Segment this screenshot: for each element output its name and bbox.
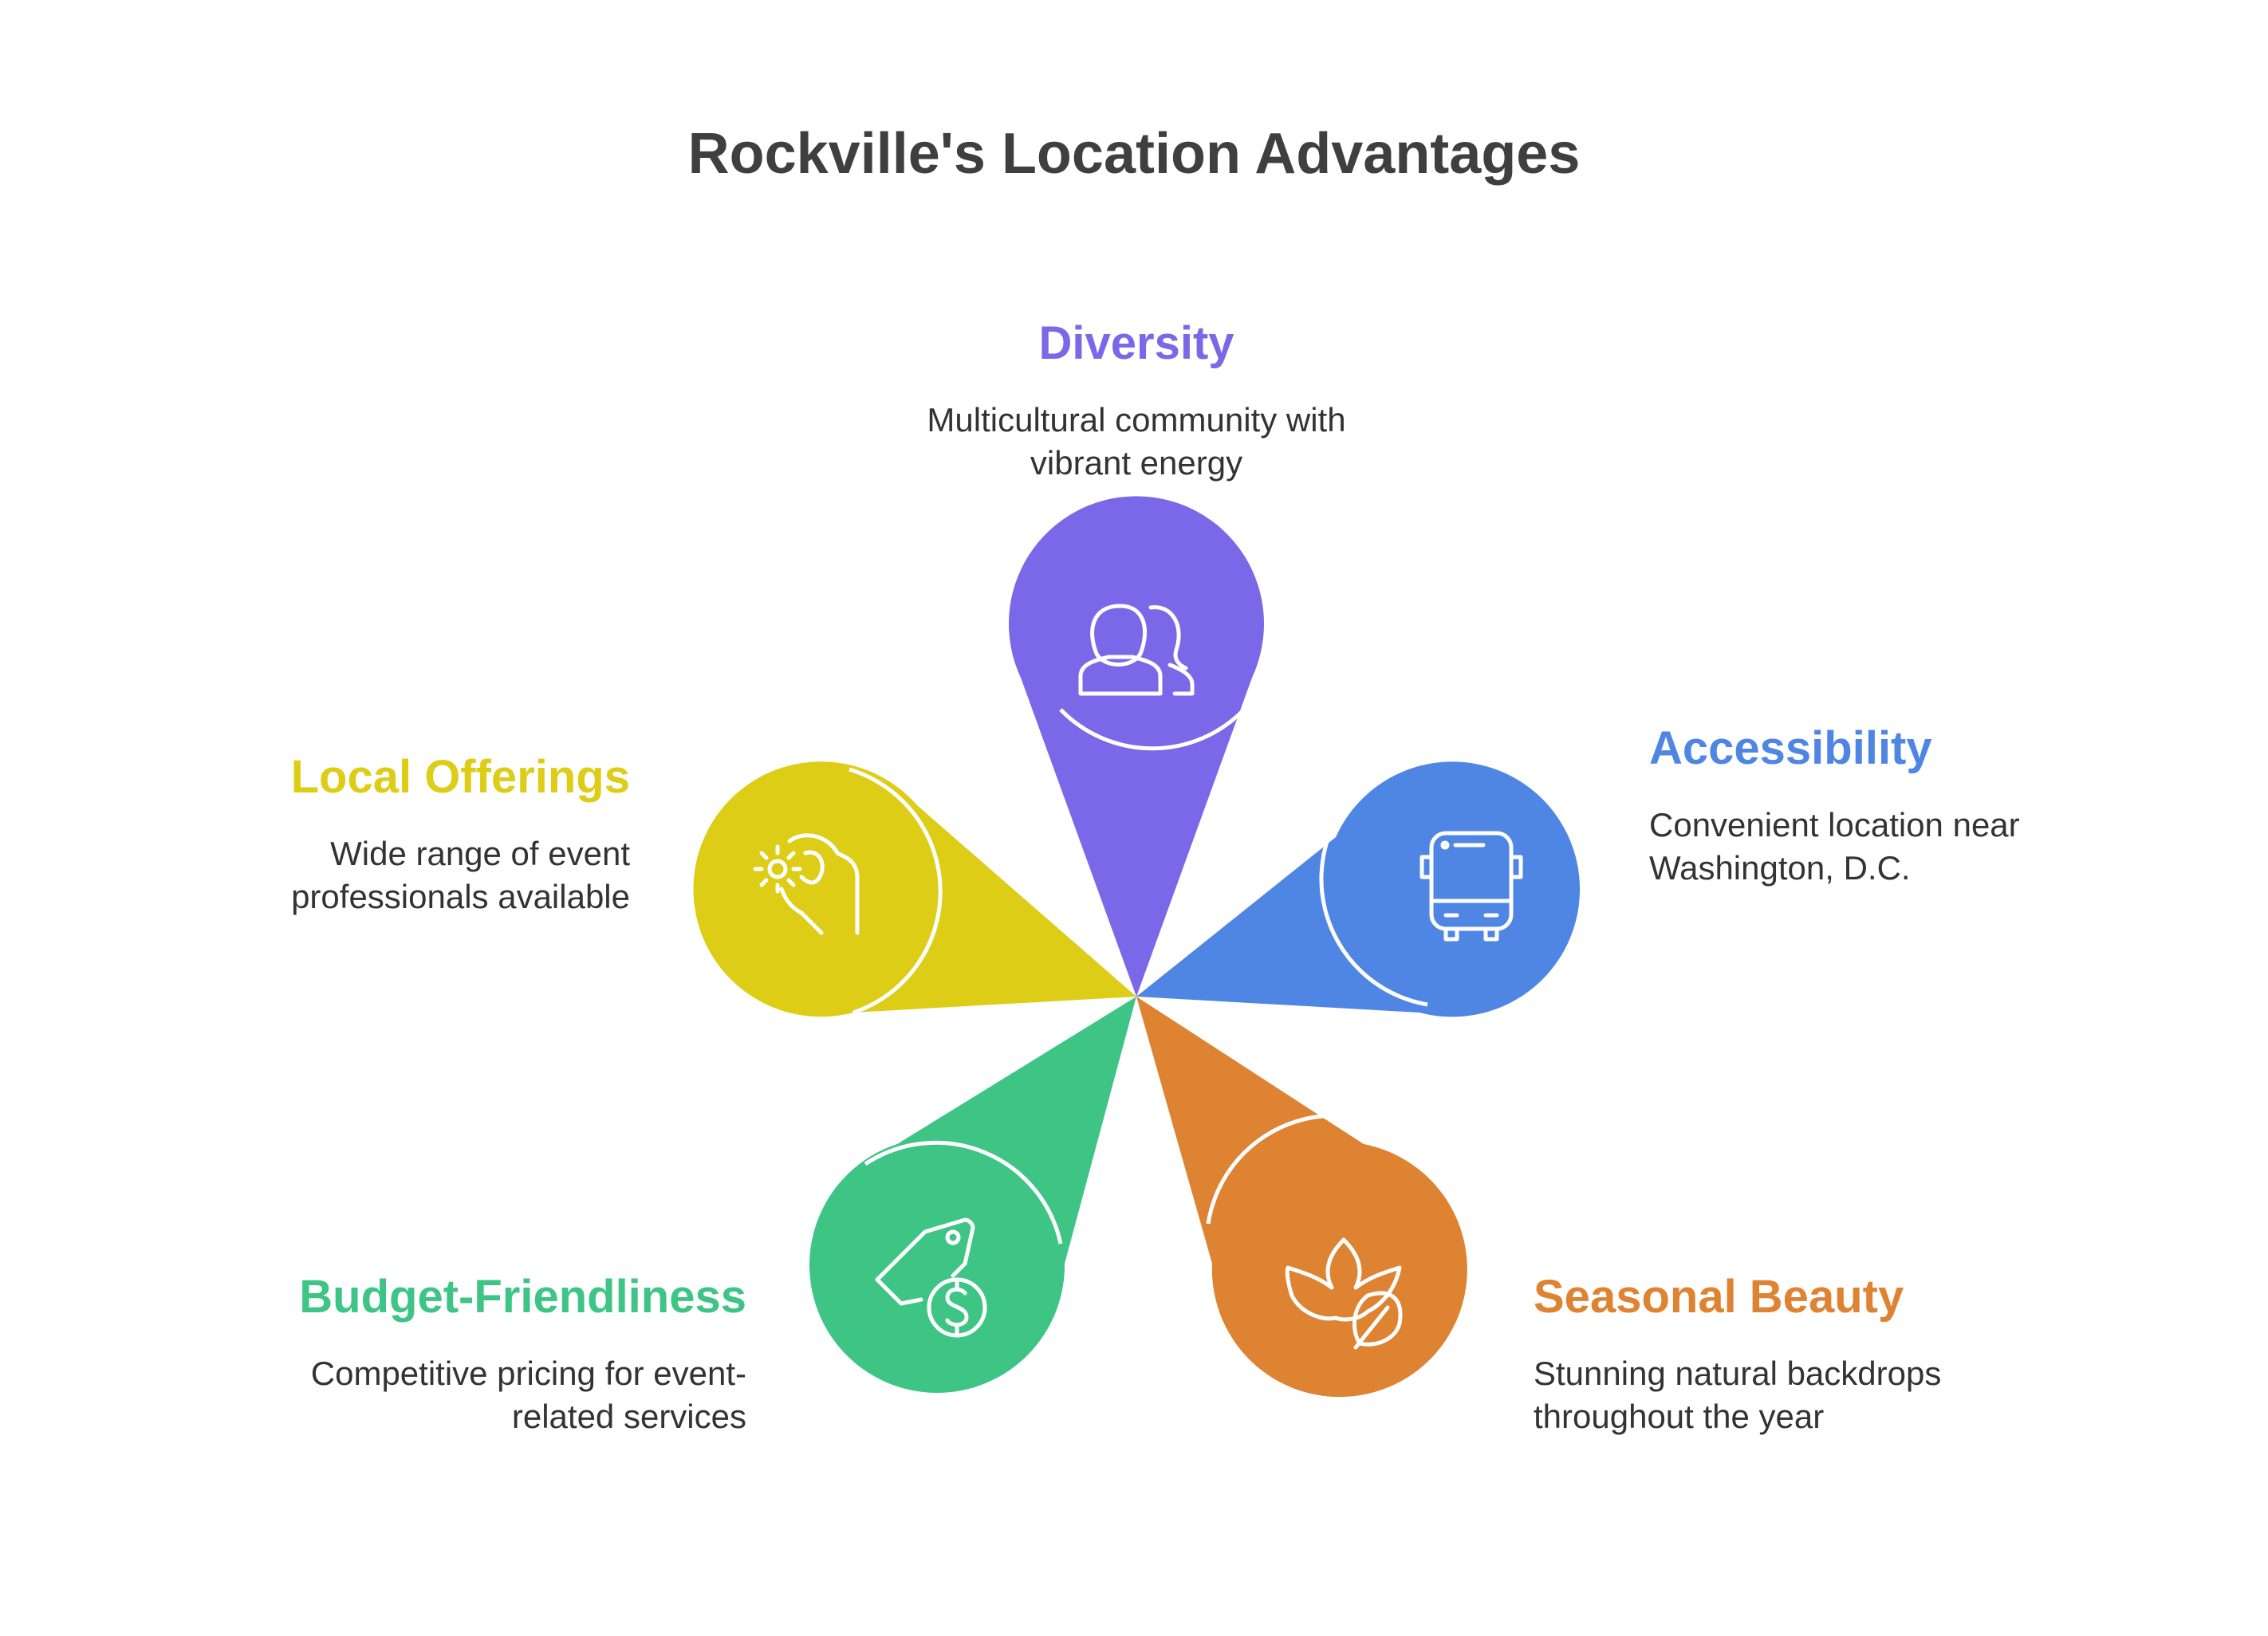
petal-local-offerings-arc: [849, 767, 943, 1015]
petal-diversity: [1009, 496, 1264, 997]
seasonal-beauty-description-line1: Stunning natural backdrops: [1534, 1354, 1942, 1392]
people-icon: [1078, 604, 1195, 696]
petal-accessibility: [1136, 761, 1581, 1017]
accessibility-heading: Accessibility: [1649, 722, 1932, 774]
accessibility-description-line1: Convenient location near: [1649, 805, 2020, 844]
item-budget-friendliness: Budget-Friendliness Competitive pricing …: [236, 1269, 746, 1438]
petal-accessibility-arc: [1319, 776, 1428, 1007]
price-tag-icon: [875, 1217, 987, 1338]
petal-budget-friendliness-shape: [809, 997, 1136, 1393]
item-accessibility: Accessibility Convenient location near W…: [1649, 721, 2160, 890]
local-offerings-description-line1: Wide range of event: [330, 834, 630, 872]
local-offerings-heading: Local Offerings: [290, 751, 630, 803]
item-seasonal-beauty: Seasonal Beauty Stunning natural backdro…: [1534, 1269, 2044, 1438]
petal-local-offerings-shape: [693, 761, 1136, 1017]
petal-seasonal-beauty: [1136, 997, 1467, 1398]
petal-budget-friendliness-arc: [864, 1140, 1063, 1245]
local-offerings-description-line2: professionals available: [291, 877, 630, 915]
budget-friendliness-heading: Budget-Friendliness: [299, 1271, 746, 1323]
petal-local-offerings: [693, 761, 1136, 1017]
accessibility-description-line2: Washington, D.C.: [1649, 848, 1911, 887]
diversity-description-line1: Multicultural community with: [927, 400, 1346, 438]
petal-accessibility-shape: [1136, 761, 1581, 1017]
budget-friendliness-description-line2: related services: [511, 1397, 746, 1435]
diagram-title: Rockville's Location Advantages: [687, 122, 1581, 186]
budget-friendliness-description-line1: Competitive pricing for event-: [310, 1354, 746, 1392]
petal-seasonal-beauty-arc: [1206, 1113, 1429, 1225]
diversity-heading: Diversity: [1038, 317, 1234, 369]
petal-budget-friendliness: [809, 997, 1136, 1393]
item-diversity: Diversity Multicultural community with v…: [881, 316, 1392, 485]
diversity-description-line2: vibrant energy: [1030, 443, 1243, 482]
leaf-icon: [1285, 1237, 1403, 1350]
hand-gear-icon: [753, 833, 860, 935]
seasonal-beauty-description-line2: throughout the year: [1534, 1397, 1825, 1435]
bus-icon: [1419, 831, 1523, 942]
petal-diversity-arc: [1059, 708, 1246, 751]
seasonal-beauty-heading: Seasonal Beauty: [1534, 1271, 1904, 1323]
petal-seasonal-beauty-shape: [1136, 997, 1467, 1398]
item-local-offerings: Local Offerings Wide range of event prof…: [120, 749, 630, 918]
